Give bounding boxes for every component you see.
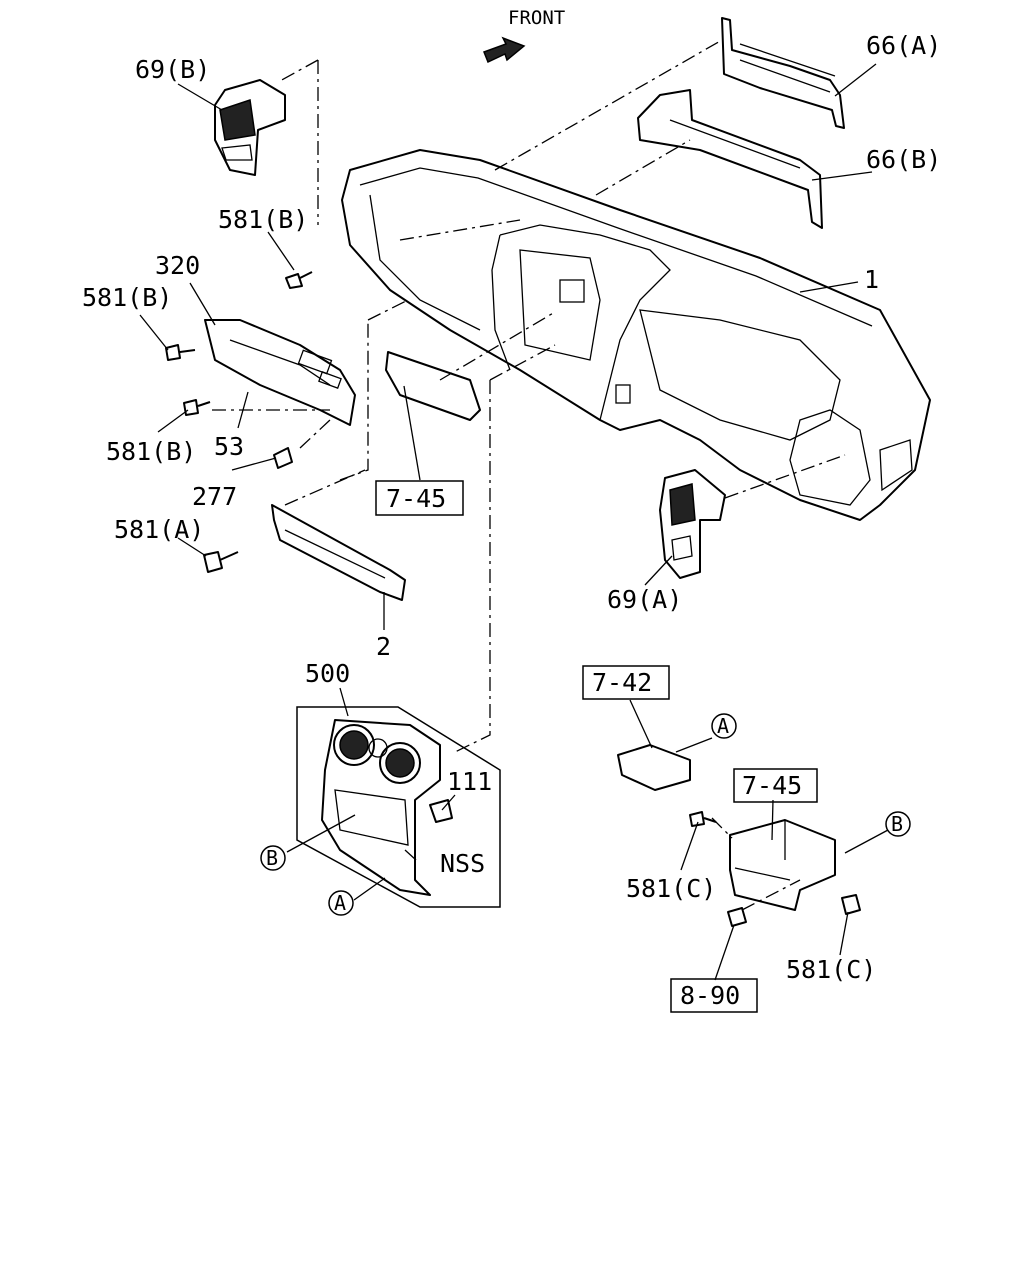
box-7-45-right [729, 819, 836, 911]
circled-a-left: A [334, 891, 346, 915]
reference-boxes: 7-45 7-42 7-45 8-90 [375, 480, 818, 1013]
center-cluster-500 [296, 706, 501, 908]
bracket-2 [271, 504, 406, 601]
insert-7-45-upper [385, 351, 481, 421]
circled-a-right: A [717, 714, 729, 738]
callout-320: 320 [155, 251, 200, 280]
callout-2: 2 [376, 632, 391, 661]
screw-icon [165, 344, 196, 361]
screw-icon [273, 447, 293, 469]
assembly-lines [212, 39, 846, 911]
callout-69a: 69(A) [607, 585, 682, 614]
callout-1: 1 [864, 265, 879, 294]
front-label: FRONT [508, 7, 565, 29]
front-indicator: FRONT [483, 7, 565, 64]
ref-box-7-45-upper: 7-45 [386, 484, 446, 513]
screw-icon [183, 399, 211, 416]
ref-box-8-90: 8-90 [680, 981, 740, 1010]
circled-markers: B A A B [260, 713, 911, 916]
callout-581b-top: 581(B) [218, 205, 308, 234]
instrument-panel [341, 149, 931, 521]
callout-labels: 69(B) 66(A) 66(B) 581(B) 320 581(B) 581(… [82, 31, 941, 984]
callout-nss: NSS [440, 849, 485, 878]
screw-icon [689, 811, 717, 827]
screw-icon [285, 271, 313, 289]
vent-69b [214, 79, 286, 176]
bracket-320 [204, 319, 356, 426]
callout-53: 53 [214, 432, 244, 461]
bracket-66a [721, 17, 845, 129]
callout-66a: 66(A) [866, 31, 941, 60]
ref-box-7-42: 7-42 [592, 668, 652, 697]
screw-icon [841, 894, 861, 915]
ref-box-7-45-right: 7-45 [742, 771, 802, 800]
callout-111: 111 [447, 767, 492, 796]
leader-lines [139, 63, 889, 981]
bracket-66b [637, 89, 823, 229]
callout-66b: 66(B) [866, 145, 941, 174]
circled-b-left: B [266, 846, 278, 870]
callout-277: 277 [192, 482, 237, 511]
vent-69a [659, 469, 726, 579]
screw-icon [727, 907, 747, 927]
callout-581b-lower: 581(B) [106, 437, 196, 466]
callout-69b: 69(B) [135, 55, 210, 84]
callout-581a: 581(A) [114, 515, 204, 544]
callout-500: 500 [305, 659, 350, 688]
circled-b-right: B [891, 812, 903, 836]
screw-icon [203, 551, 239, 573]
callout-581c-right: 581(C) [786, 955, 876, 984]
callout-581b-left: 581(B) [82, 283, 172, 312]
front-arrow-icon [483, 36, 526, 64]
screws [165, 271, 861, 927]
callout-581c-left: 581(C) [626, 874, 716, 903]
pocket-7-42 [617, 744, 691, 791]
